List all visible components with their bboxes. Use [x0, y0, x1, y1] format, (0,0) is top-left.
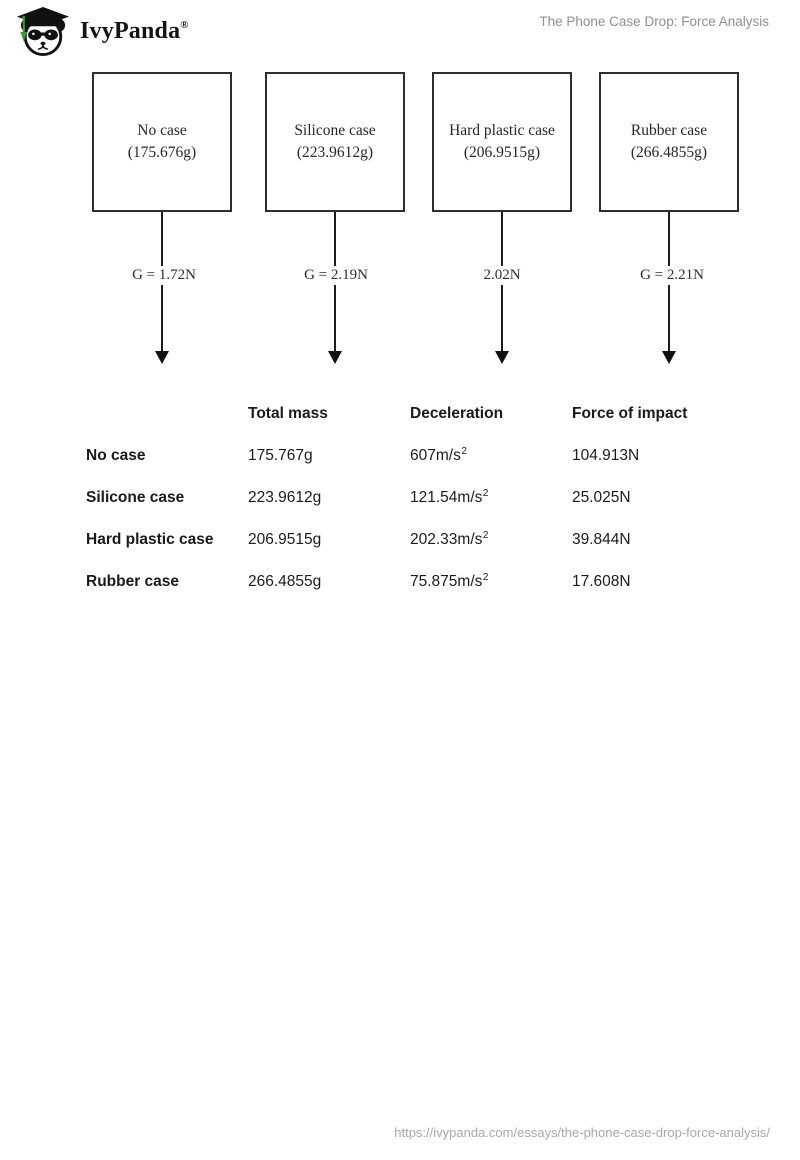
- column-header-force-of-impact: Force of impact: [572, 405, 688, 422]
- box-mass: (223.9612g): [296, 144, 374, 161]
- box-mass: (266.4855g): [630, 144, 708, 161]
- diagram-box-silicone-case: Silicone case (223.9612g): [265, 72, 405, 212]
- results-table: Total mass Deceleration Force of impact …: [86, 393, 732, 603]
- down-arrow-icon: [328, 351, 342, 364]
- force-of-impact-value: 104.913N: [572, 447, 640, 464]
- ivypanda-logo-icon: [17, 6, 69, 56]
- force-label: G = 1.72N: [128, 266, 200, 285]
- column-header-total-mass: Total mass: [248, 405, 328, 422]
- box-title: Silicone case: [294, 122, 376, 139]
- force-of-impact-value: 25.025N: [572, 489, 631, 506]
- column-header-deceleration: Deceleration: [410, 405, 504, 422]
- force-label: G = 2.21N: [636, 266, 708, 285]
- brand[interactable]: IvyPanda®: [14, 6, 189, 56]
- force-label: G = 2.19N: [300, 266, 372, 285]
- box-title: No case: [137, 122, 187, 139]
- total-mass-value: 223.9612g: [248, 489, 322, 506]
- box-mass: (175.676g): [127, 144, 197, 161]
- row-label: No case: [86, 447, 146, 464]
- box-title: Rubber case: [630, 122, 708, 139]
- row-label: Silicone case: [86, 489, 185, 506]
- diagram-box-hard-plastic-case: Hard plastic case (206.9515g): [432, 72, 572, 212]
- down-arrow-icon: [495, 351, 509, 364]
- force-of-impact-value: 39.844N: [572, 531, 631, 548]
- diagram-box-no-case: No case (175.676g): [92, 72, 232, 212]
- total-mass-value: 175.767g: [248, 447, 313, 464]
- diagram-box-rubber-case: Rubber case (266.4855g): [599, 72, 739, 212]
- table-corner-cell: [86, 393, 248, 435]
- box-title: Hard plastic case: [449, 122, 555, 139]
- down-arrow-icon: [662, 351, 676, 364]
- row-label: Rubber case: [86, 573, 180, 590]
- brand-name: IvyPanda®: [80, 17, 189, 44]
- down-arrow-icon: [155, 351, 169, 364]
- registered-mark: ®: [180, 18, 189, 31]
- source-url: https://ivypanda.com/essays/the-phone-ca…: [394, 1125, 770, 1140]
- total-mass-value: 266.4855g: [248, 573, 322, 590]
- total-mass-value: 206.9515g: [248, 531, 322, 548]
- force-of-impact-value: 17.608N: [572, 573, 631, 590]
- box-mass: (206.9515g): [463, 144, 541, 161]
- page-title: The Phone Case Drop: Force Analysis: [539, 14, 769, 29]
- row-label: Hard plastic case: [86, 531, 214, 548]
- force-label: 2.02N: [479, 266, 525, 285]
